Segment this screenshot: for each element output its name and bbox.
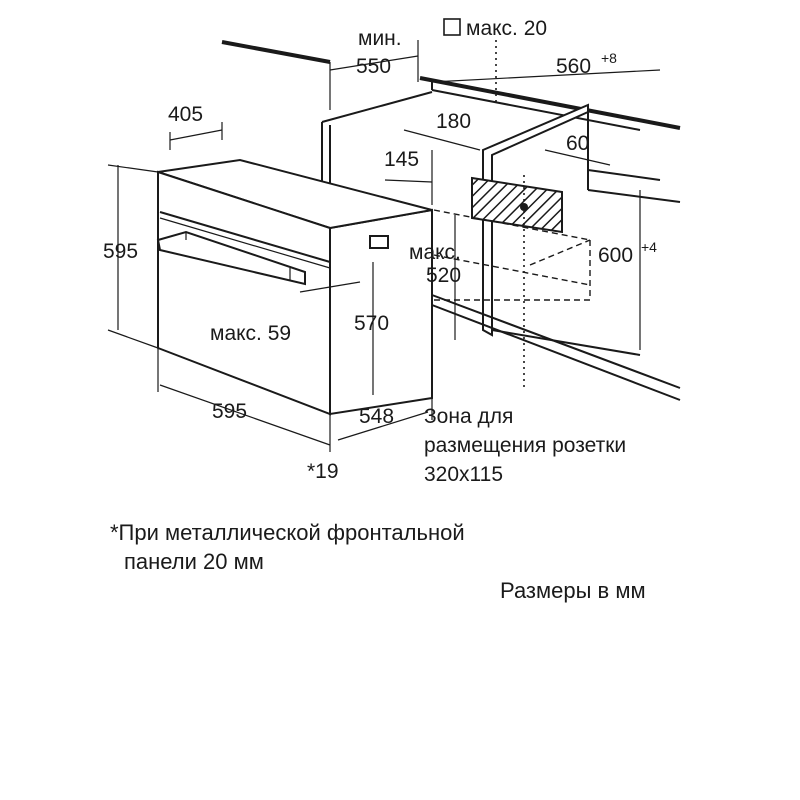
- niche-side-panel: [482, 103, 589, 337]
- worktop-back-line: [419, 76, 681, 130]
- dim-595-bottom-line: [159, 384, 331, 446]
- dim-548-line: [337, 411, 429, 441]
- side-panel-top-right: [587, 189, 681, 203]
- dashed-line-4: [529, 239, 591, 266]
- socket-zone-line1: Зона для: [424, 405, 513, 428]
- dim-59-line: [299, 281, 361, 293]
- niche-top-edge: [321, 91, 433, 123]
- label-max-20: макс. 20: [466, 17, 547, 40]
- side-panel-inner: [587, 169, 661, 181]
- label-145: 145: [384, 148, 419, 171]
- socket-zone-line3: 320x115: [424, 463, 503, 486]
- label-19: *19: [307, 460, 339, 483]
- label-max-520-prefix: макс.: [409, 241, 461, 264]
- oven-handle: [156, 230, 306, 286]
- dim-180-line: [403, 129, 481, 151]
- dashed-line-1: [433, 209, 591, 241]
- dim-595-left-ext-top: [107, 164, 159, 173]
- label-560: 560: [556, 55, 591, 78]
- units-note: Размеры в мм: [500, 578, 646, 603]
- dim-550-line: [329, 55, 419, 71]
- label-405: 405: [168, 103, 203, 126]
- mounting-bracket: [369, 235, 389, 249]
- socket-zone-line2: размещения розетки: [424, 434, 626, 457]
- square-icon: [443, 18, 461, 36]
- label-520: 520: [426, 264, 461, 287]
- dashed-line-2: [433, 254, 591, 286]
- label-600: 600: [598, 244, 633, 267]
- dimension-labels: мин. 550 макс. 20 560 +8 405 180 145 60 …: [103, 17, 657, 483]
- control-strip-line-2: [159, 217, 331, 269]
- dim-145-line: [384, 179, 433, 183]
- dim-405-line: [169, 129, 223, 141]
- footnote-line1: *При металлической фронтальной: [110, 520, 465, 545]
- oven: [156, 158, 433, 416]
- footnote-line2: панели 20 мм: [124, 549, 264, 574]
- worktop-line: [221, 40, 331, 64]
- label-60: 60: [566, 132, 589, 155]
- cabinet-niche: [221, 40, 681, 401]
- label-595-left: 595: [103, 240, 138, 263]
- worktop-front-edge: [431, 89, 641, 131]
- label-180: 180: [436, 110, 471, 133]
- control-strip-line: [159, 211, 331, 263]
- label-548: 548: [359, 405, 394, 428]
- socket-zone-caption: Зона для размещения розетки 320x115: [424, 405, 626, 486]
- label-600-tolerance: +4: [641, 239, 657, 255]
- label-595-bottom: 595: [212, 400, 247, 423]
- dim-595-left-ext-bottom: [107, 329, 159, 349]
- socket-center-dot: [520, 203, 528, 211]
- dim-60-line: [544, 149, 611, 166]
- label-570: 570: [354, 312, 389, 335]
- label-min: мин.: [358, 27, 402, 50]
- label-max-59: макс. 59: [210, 322, 291, 345]
- shelf-front-edge: [491, 329, 641, 356]
- label-550: 550: [356, 55, 391, 78]
- socket-zone-hatch: [471, 176, 563, 234]
- label-560-tolerance: +8: [601, 50, 617, 66]
- dim-560-line: [431, 69, 661, 83]
- dimension-lines: [107, 40, 661, 452]
- shelf-bottom-edge: [431, 304, 681, 401]
